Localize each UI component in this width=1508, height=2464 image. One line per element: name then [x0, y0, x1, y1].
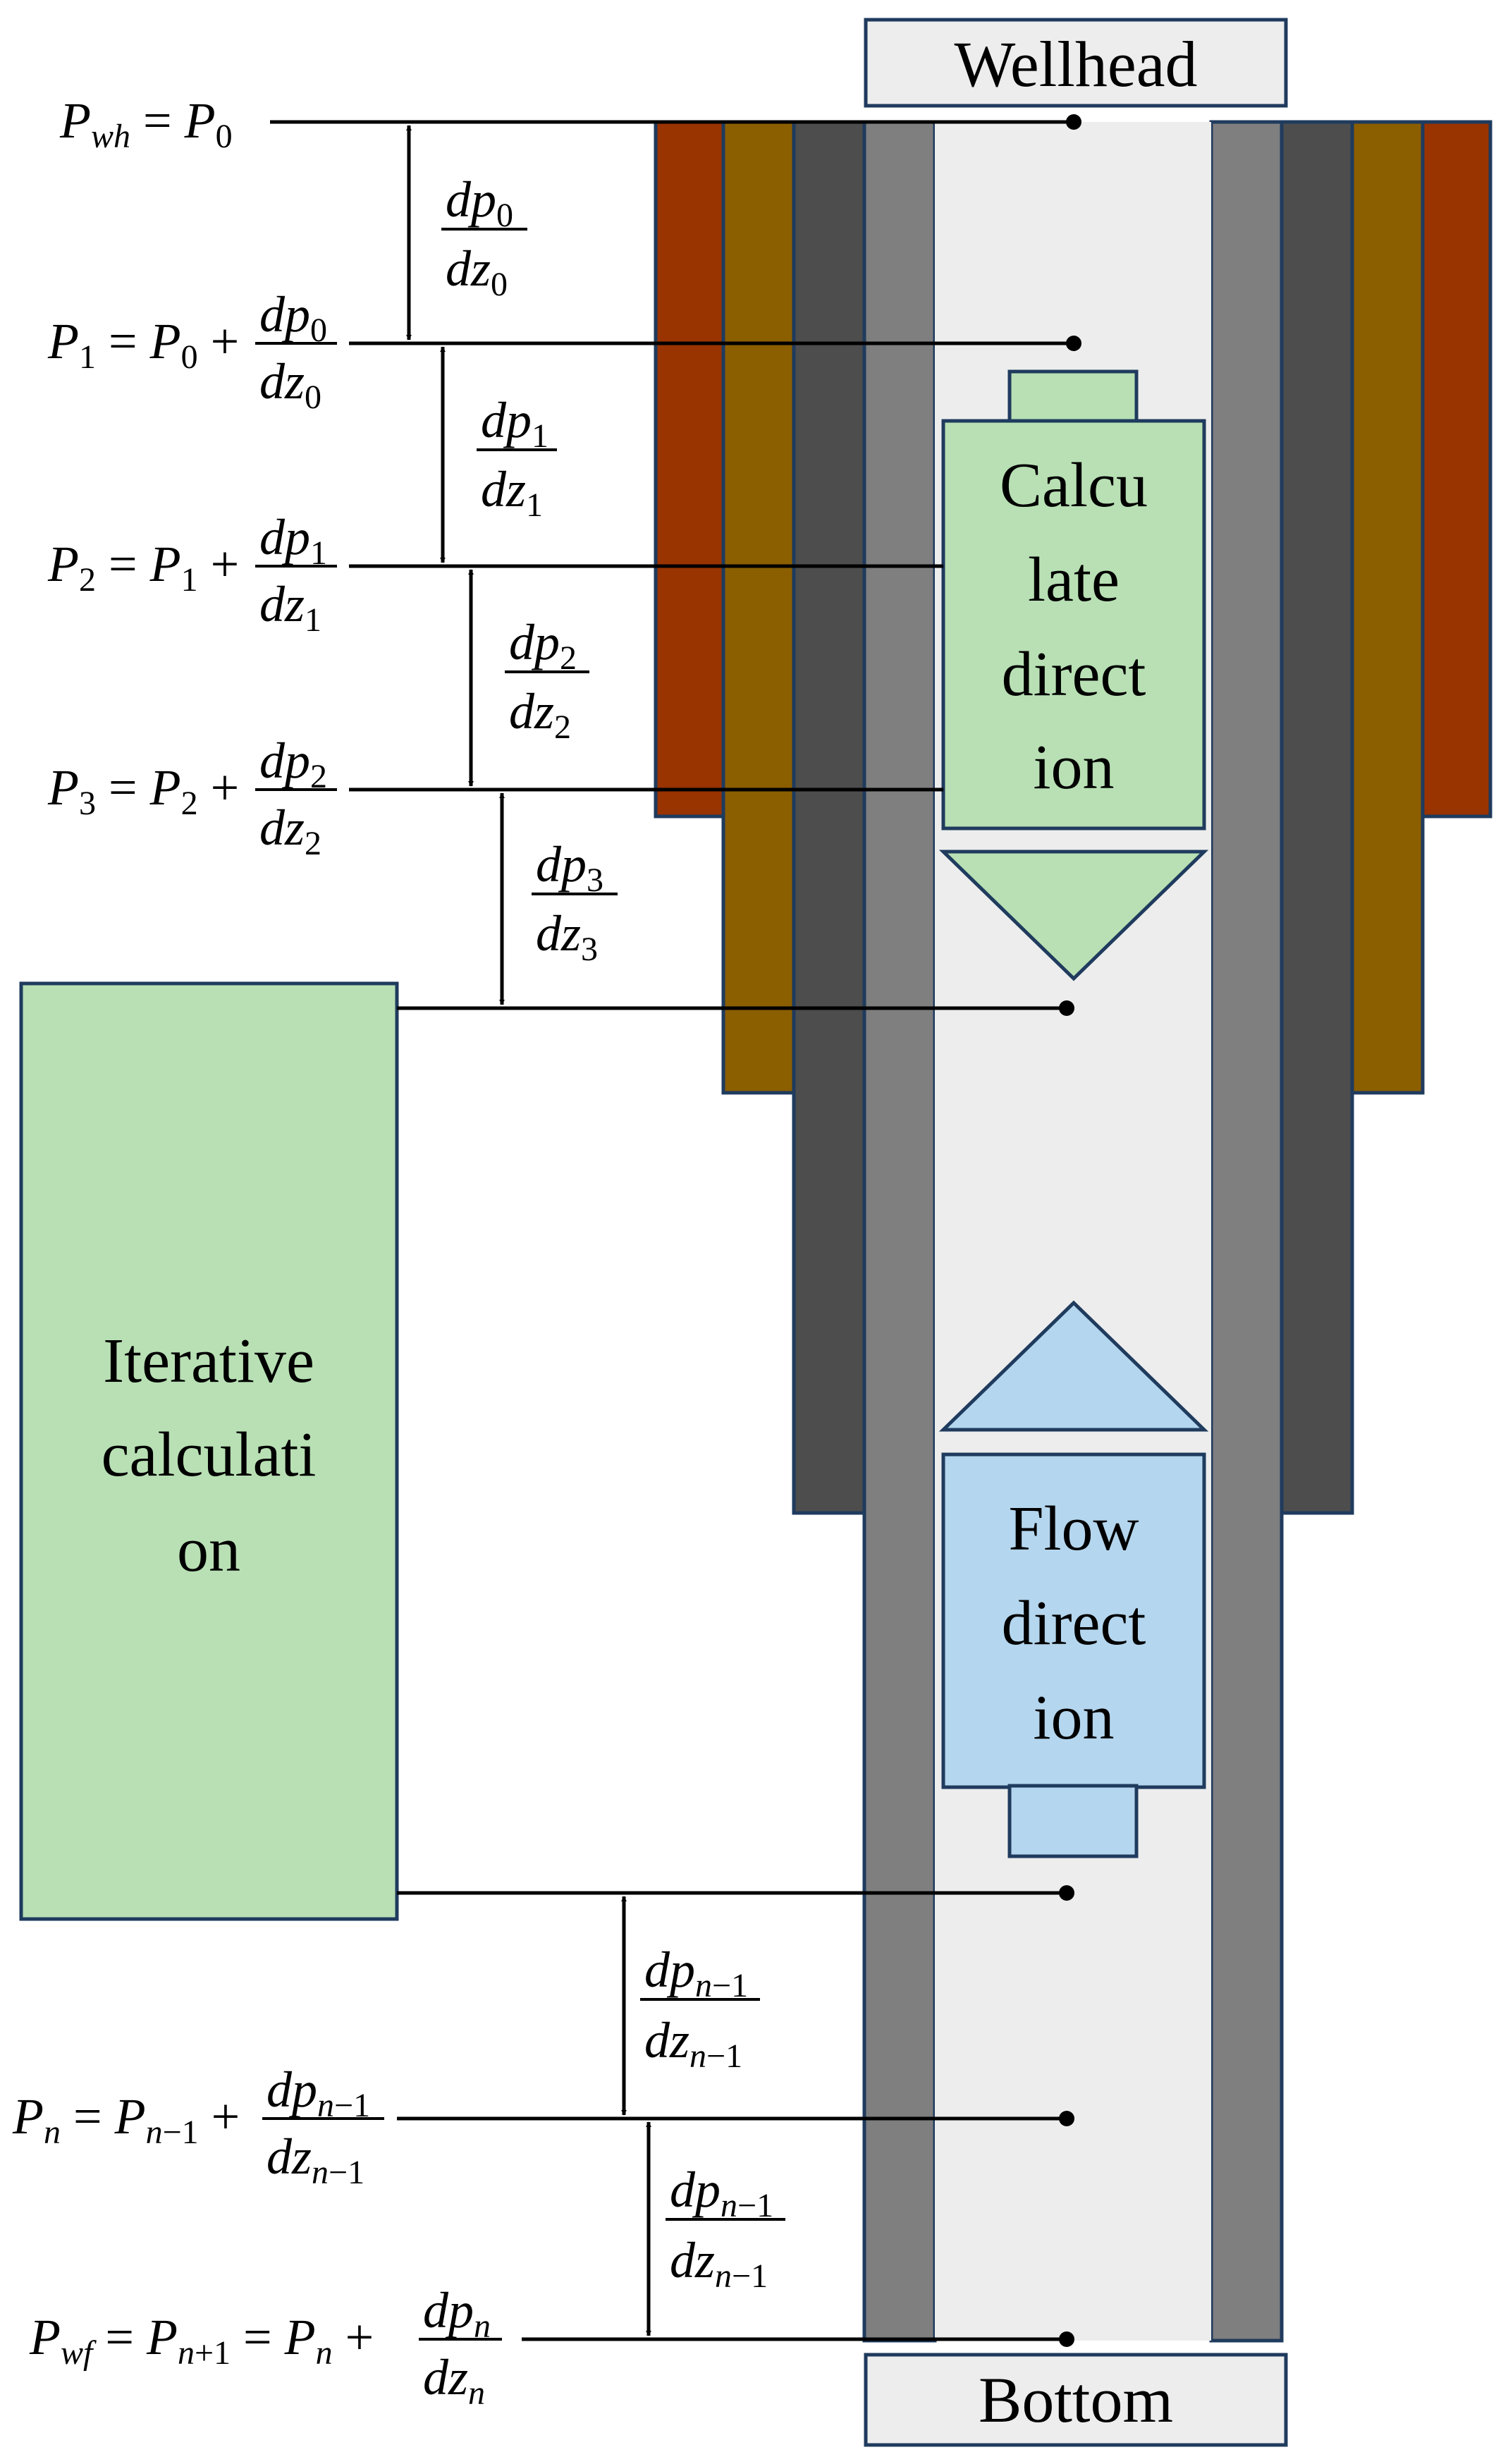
bottom-label: Bottom — [979, 2364, 1173, 2436]
surface-casing-left — [721, 120, 796, 1095]
svg-text:Pwh = P0: Pwh = P0 — [59, 92, 233, 155]
bottom-box: Bottom — [864, 2353, 1288, 2447]
calculate-direction-arrow — [938, 369, 1209, 981]
svg-text:dzn−1: dzn−1 — [670, 2232, 768, 2295]
svg-text:dpn−1: dpn−1 — [266, 2061, 370, 2124]
equation-p2: P2 = P1 + dp1 dz1 — [47, 509, 337, 639]
equation-p3: P3 = P2 + dp2 dz2 — [47, 733, 337, 862]
svg-text:dp2: dp2 — [259, 733, 327, 795]
tubing-right — [1209, 120, 1284, 2343]
svg-text:direct: direct — [1002, 639, 1146, 709]
svg-text:Calcu: Calcu — [1000, 450, 1148, 520]
segment-arrows — [406, 125, 651, 2336]
svg-text:Flow: Flow — [1008, 1494, 1139, 1564]
fraction-dp3-dz3: dp3 dz3 — [532, 836, 618, 968]
calculate-direction-label: Calcu late direct ion — [1000, 450, 1148, 802]
svg-text:ion: ion — [1033, 733, 1114, 802]
fraction-dp0-dz0: dp0 dz0 — [441, 171, 527, 303]
svg-text:calculati: calculati — [102, 1420, 317, 1490]
fraction-dpn1-dzn1-lower: dpn−1 dzn−1 — [666, 2162, 785, 2295]
svg-text:dp1: dp1 — [259, 509, 327, 572]
svg-text:P2 = P1 +: P2 = P1 + — [47, 536, 239, 599]
svg-text:dp1: dp1 — [481, 392, 548, 455]
svg-text:P1 = P0 +: P1 = P0 + — [47, 313, 239, 376]
flow-direction-label: Flow direct ion — [1002, 1494, 1146, 1753]
svg-text:dp3: dp3 — [536, 836, 603, 899]
svg-text:dp2: dp2 — [509, 614, 577, 677]
svg-text:dp0: dp0 — [446, 171, 513, 234]
equation-p0: Pwh = P0 — [59, 92, 233, 155]
outer-casing-right — [1421, 120, 1492, 819]
svg-text:dzn−1: dzn−1 — [266, 2128, 364, 2191]
equation-pwf: Pwf = Pn+1 = Pn + dpn dzn — [29, 2282, 502, 2412]
svg-text:dz1: dz1 — [481, 461, 543, 524]
svg-text:dpn: dpn — [423, 2282, 491, 2345]
wellhead-label: Wellhead — [954, 28, 1197, 100]
tubing-left — [862, 120, 937, 2343]
svg-text:Pn = Pn−1 +: Pn = Pn−1 + — [12, 2088, 240, 2151]
svg-text:dz0: dz0 — [446, 240, 508, 303]
outer-casing-left — [654, 120, 725, 819]
flow-direction-arrow — [938, 1300, 1209, 1858]
fraction-dpn1-dzn1-upper: dpn−1 dzn−1 — [640, 1942, 760, 2075]
intermediate-casing-right — [1280, 120, 1354, 1515]
casing-layers — [654, 120, 1492, 2343]
svg-text:direct: direct — [1002, 1588, 1146, 1658]
svg-text:Iterative: Iterative — [103, 1326, 314, 1396]
svg-text:P3 = P2 +: P3 = P2 + — [47, 759, 239, 822]
pressure-level-lines — [270, 120, 1074, 2341]
svg-text:dzn−1: dzn−1 — [644, 2012, 742, 2075]
svg-text:dpn−1: dpn−1 — [670, 2162, 773, 2224]
svg-text:on: on — [177, 1515, 240, 1585]
surface-casing-right — [1350, 120, 1425, 1095]
svg-text:dz3: dz3 — [536, 905, 598, 968]
svg-text:dz0: dz0 — [259, 353, 321, 416]
svg-text:dz2: dz2 — [259, 799, 321, 862]
svg-text:late: late — [1028, 545, 1120, 615]
svg-text:Pwf = Pn+1 = Pn +: Pwf = Pn+1 = Pn + — [29, 2309, 374, 2372]
pressure-node-dots — [1059, 114, 1081, 2347]
fraction-dp1-dz1: dp1 dz1 — [477, 392, 557, 524]
equation-pn: Pn = Pn−1 + dpn−1 dzn−1 — [12, 2061, 384, 2191]
svg-text:dp0: dp0 — [259, 286, 327, 349]
svg-text:dz2: dz2 — [509, 683, 571, 746]
svg-text:dz1: dz1 — [259, 576, 321, 639]
intermediate-casing-left — [792, 120, 866, 1515]
iterative-calculation-box: Iterative calculati on — [19, 981, 399, 1921]
equation-p1: P1 = P0 + dp0 dz0 — [47, 286, 337, 416]
svg-text:ion: ion — [1033, 1683, 1114, 1753]
fraction-dp2-dz2: dp2 dz2 — [505, 614, 589, 746]
wellhead-box: Wellhead — [864, 18, 1288, 108]
svg-text:dpn−1: dpn−1 — [644, 1942, 748, 2004]
svg-text:dzn: dzn — [423, 2349, 485, 2412]
